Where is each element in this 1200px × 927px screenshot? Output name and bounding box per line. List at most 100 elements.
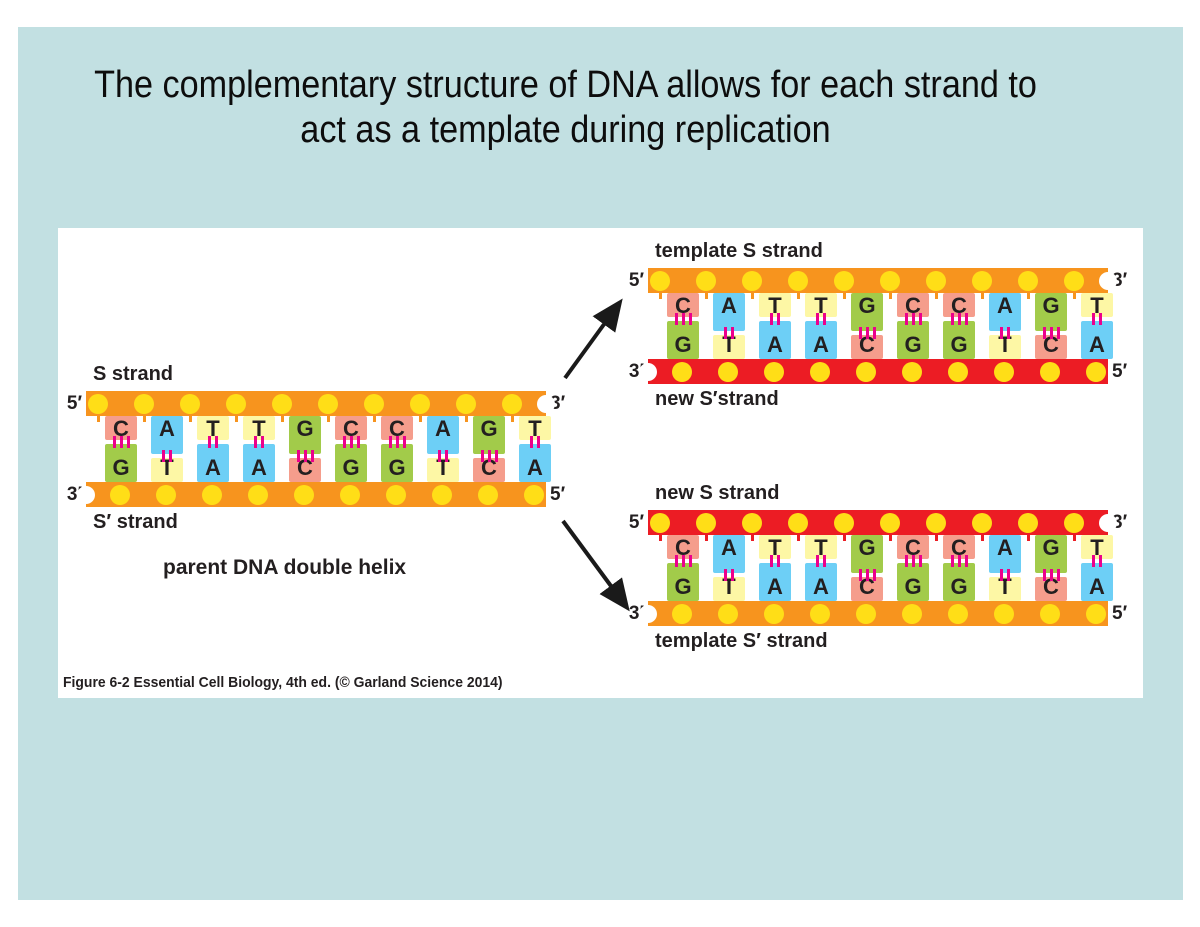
hydrogen-bond-line xyxy=(402,436,406,448)
figure-caption: Figure 6-2 Essential Cell Biology, 4th e… xyxy=(63,674,503,691)
hydrogen-bond-line xyxy=(823,555,826,567)
phosphate-icon xyxy=(294,484,314,505)
phosphate-icon xyxy=(672,361,692,382)
base-tile-A: A xyxy=(1081,321,1113,359)
base-tile-C: C xyxy=(335,416,367,440)
base-tile-T: T xyxy=(151,457,183,482)
phosphate-icon xyxy=(742,270,762,291)
sugar-stem xyxy=(704,293,708,299)
hydrogen-bond-line xyxy=(816,555,819,567)
hydrogen-bond-line xyxy=(1042,569,1046,581)
hydrogen-bonds xyxy=(480,450,498,462)
hydrogen-bond-line xyxy=(957,555,961,567)
phosphate-icon xyxy=(318,393,338,414)
hydrogen-bond-line xyxy=(918,313,922,325)
hydrogen-bonds xyxy=(1042,327,1060,339)
hydrogen-bond-line xyxy=(950,555,954,567)
phosphate-icon xyxy=(742,512,762,533)
phosphate-icon xyxy=(718,361,738,382)
hydrogen-bonds xyxy=(1042,569,1060,581)
phosphate-icon xyxy=(696,512,716,533)
base-tile-C: C xyxy=(473,457,505,482)
hydrogen-bond-line xyxy=(865,327,869,339)
base-tile-T: T xyxy=(989,576,1021,601)
hydrogen-bond-line xyxy=(480,450,484,462)
hydrogen-bonds xyxy=(1092,313,1102,325)
hydrogen-bond-line xyxy=(1049,327,1053,339)
backbone-bar-red xyxy=(648,359,1108,384)
sugar-stem xyxy=(510,416,514,422)
phosphate-icon xyxy=(650,512,670,533)
hydrogen-bond-line xyxy=(1056,327,1060,339)
hydrogen-bond-line xyxy=(494,450,498,462)
hydrogen-bond-line xyxy=(777,313,780,325)
base-tile-T: T xyxy=(989,334,1021,359)
hydrogen-bonds xyxy=(950,555,968,567)
phosphate-icon xyxy=(902,603,922,624)
hydrogen-bond-line xyxy=(681,313,685,325)
hydrogen-bond-line xyxy=(162,450,165,462)
three-prime-notch xyxy=(77,485,95,504)
base-tile-A: A xyxy=(519,444,551,482)
sugar-stem xyxy=(418,416,422,422)
sugar-stem xyxy=(1026,293,1030,299)
slide-title-line1: The complementary structure of DNA allow… xyxy=(94,64,1037,106)
hydrogen-bonds xyxy=(388,436,406,448)
hydrogen-bond-line xyxy=(530,436,533,448)
phosphate-icon xyxy=(110,484,130,505)
strand-label-bottom: new S′strand xyxy=(655,388,779,410)
phosphate-icon xyxy=(926,270,946,291)
base-tile-C: C xyxy=(1035,334,1067,359)
phosphate-icon xyxy=(272,393,292,414)
hydrogen-bond-line xyxy=(208,436,211,448)
hydrogen-bond-line xyxy=(1000,569,1003,581)
base-tile-G: G xyxy=(473,416,505,454)
hydrogen-bonds xyxy=(1000,569,1010,581)
hydrogen-bond-line xyxy=(681,555,685,567)
hydrogen-bond-line xyxy=(724,569,727,581)
hydrogen-bond-line xyxy=(816,313,819,325)
phosphate-icon xyxy=(248,484,268,505)
base-tile-G: G xyxy=(335,444,367,482)
hydrogen-bonds xyxy=(162,450,172,462)
base-tile-G: G xyxy=(943,321,975,359)
base-tile-A: A xyxy=(243,444,275,482)
base-tile-T: T xyxy=(427,457,459,482)
hydrogen-bond-line xyxy=(674,313,678,325)
hydrogen-bonds xyxy=(1092,555,1102,567)
hydrogen-bonds xyxy=(342,436,360,448)
phosphate-icon xyxy=(880,270,900,291)
hydrogen-bond-line xyxy=(777,555,780,567)
hydrogen-bonds xyxy=(674,313,692,325)
hydrogen-bond-line xyxy=(872,569,876,581)
hydrogen-bonds xyxy=(530,436,540,448)
base-tile-T: T xyxy=(1081,293,1113,317)
phosphate-icon xyxy=(810,603,830,624)
base-tile-A: A xyxy=(989,535,1021,573)
end-label-top-left: 5′ xyxy=(66,393,82,414)
backbone-bar-orange xyxy=(86,391,546,416)
base-tile-T: T xyxy=(713,334,745,359)
phosphate-icon xyxy=(226,393,246,414)
hydrogen-bond-line xyxy=(731,327,734,339)
base-tile-C: C xyxy=(1035,576,1067,601)
phosphate-icon xyxy=(902,361,922,382)
phosphate-icon xyxy=(456,393,476,414)
end-label-top-left: 5′ xyxy=(628,512,644,533)
backbone-bar-orange xyxy=(648,268,1108,293)
base-tile-G: G xyxy=(289,416,321,454)
base-tile-T: T xyxy=(243,416,275,440)
sugar-stem xyxy=(188,416,192,422)
base-tile-T: T xyxy=(759,535,791,559)
sugar-stem xyxy=(96,416,100,422)
hydrogen-bond-line xyxy=(1099,555,1102,567)
hydrogen-bond-line xyxy=(395,436,399,448)
phosphate-icon xyxy=(764,603,784,624)
hydrogen-bonds xyxy=(950,313,968,325)
hydrogen-bond-line xyxy=(950,313,954,325)
sugar-stem xyxy=(658,535,662,541)
sugar-stem xyxy=(464,416,468,422)
hydrogen-bond-line xyxy=(296,450,300,462)
hydrogen-bonds xyxy=(112,436,130,448)
hydrogen-bonds xyxy=(770,313,780,325)
